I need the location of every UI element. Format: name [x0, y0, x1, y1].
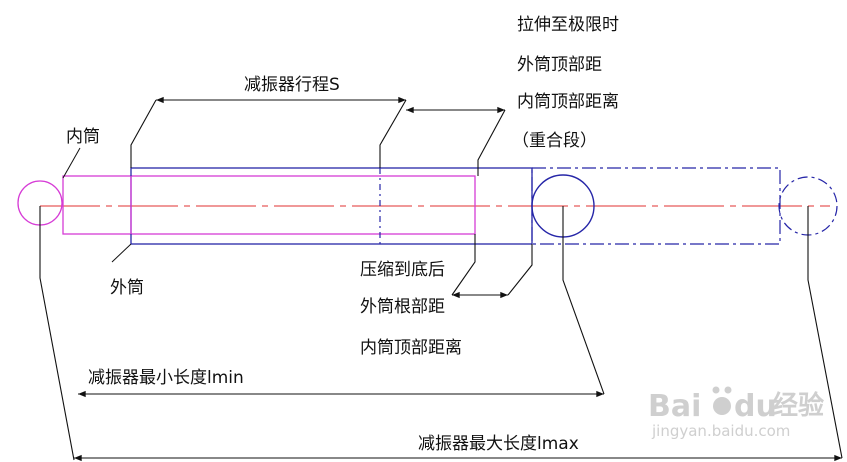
watermark-brand-cn: 经验: [772, 390, 824, 421]
overlap-right-leader: [477, 109, 506, 176]
paw-toe-icon: [712, 386, 720, 394]
lmax-label: 减振器最大长度lmax: [418, 434, 579, 454]
inner-tube-rect: [62, 175, 476, 235]
extension-line1: 拉伸至极限时: [517, 15, 619, 35]
paw-toe-icon: [724, 386, 732, 394]
compressed-line3: 内筒顶部距离: [360, 338, 462, 358]
lmax-right-leader: [807, 206, 843, 459]
paw-icon: [713, 397, 731, 415]
compressed-line2: 外筒根部距: [360, 297, 445, 317]
extension-line3: 内筒顶部距离: [517, 92, 619, 112]
compressed-right-leader: [507, 244, 533, 296]
watermark-brand-a: Bai: [648, 389, 701, 424]
compressed-line1: 压缩到底后: [360, 260, 445, 280]
baidu-watermark: Bai du 经验 jingyan.baidu.com: [648, 386, 824, 440]
watermark-brand-b: du: [734, 389, 777, 424]
inner-tube-label: 内筒: [66, 127, 100, 147]
stroke-s-label: 减振器行程S: [244, 75, 340, 95]
lmin-right-leader: [562, 206, 605, 395]
compressed-left-leader: [451, 234, 476, 296]
inner-tube-pointer: [62, 147, 81, 179]
stroke-s-left-leader: [130, 99, 157, 168]
left-extension-line: [39, 206, 75, 461]
outer-tube-pointer: [111, 243, 132, 263]
extended-phantom-rect: [531, 167, 781, 245]
extension-line4: （重合段）: [512, 131, 597, 151]
stroke-s-right-leader: [379, 99, 407, 168]
extension-line2: 外筒顶部距: [517, 55, 602, 75]
watermark-url: jingyan.baidu.com: [651, 422, 790, 440]
lmin-label: 减振器最小长度lmin: [88, 368, 244, 388]
outer-tube-label: 外筒: [110, 278, 144, 298]
